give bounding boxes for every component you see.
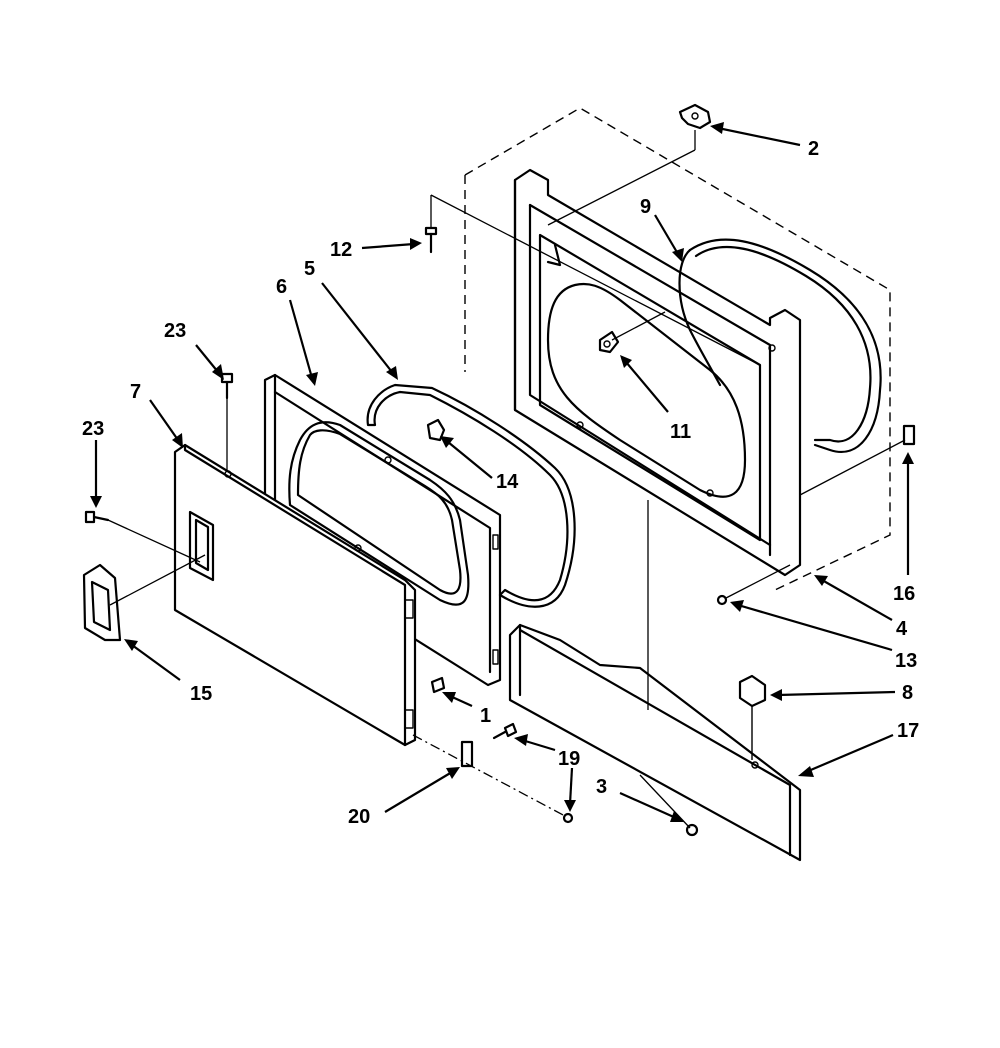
screw-13 <box>716 594 728 606</box>
callout-5: 5 <box>304 258 315 280</box>
callout-13: 13 <box>895 650 917 672</box>
callout-19: 19 <box>558 748 580 770</box>
door-seal-clip <box>426 418 446 442</box>
inner-door-panel <box>263 373 502 687</box>
callout-2: 2 <box>808 138 819 160</box>
assembly-lines <box>107 130 906 829</box>
callout-16: 16 <box>893 583 915 605</box>
callout-23-left: 23 <box>82 418 104 440</box>
front-panel-frame <box>513 168 802 577</box>
screw-23-left <box>84 510 110 524</box>
callout-23-top: 23 <box>164 320 186 342</box>
callout-9: 9 <box>640 196 651 218</box>
callout-3: 3 <box>596 776 607 798</box>
outer-door <box>173 443 417 747</box>
callout-labels: 1 2 3 4 5 6 7 8 9 11 12 13 14 15 16 17 1… <box>82 138 919 828</box>
callout-14: 14 <box>496 471 519 493</box>
callout-1: 1 <box>480 705 491 727</box>
door-seal <box>366 383 576 608</box>
door-catch <box>430 676 446 694</box>
door-switch-clip <box>598 330 620 354</box>
toe-panel <box>508 623 802 862</box>
screw-12 <box>424 226 438 254</box>
callout-4: 4 <box>896 618 908 640</box>
callout-20: 20 <box>348 806 370 828</box>
cabinet-outline <box>464 107 891 591</box>
side-clip <box>902 424 916 446</box>
callout-arrows <box>90 122 914 822</box>
lower-bracket <box>738 674 767 760</box>
callout-8: 8 <box>902 682 913 704</box>
hinge-20 <box>460 740 474 768</box>
callout-11: 11 <box>670 421 691 443</box>
callout-12: 12 <box>330 239 352 261</box>
screw-19-lower <box>562 812 574 824</box>
callout-15: 15 <box>190 683 212 705</box>
screw-19-upper <box>492 722 518 740</box>
callout-6: 6 <box>276 276 287 298</box>
door-handle <box>82 563 122 642</box>
rear-door-seal <box>678 238 882 453</box>
callout-17: 17 <box>897 720 919 742</box>
latch-bracket <box>678 103 712 130</box>
callout-7: 7 <box>130 381 141 403</box>
